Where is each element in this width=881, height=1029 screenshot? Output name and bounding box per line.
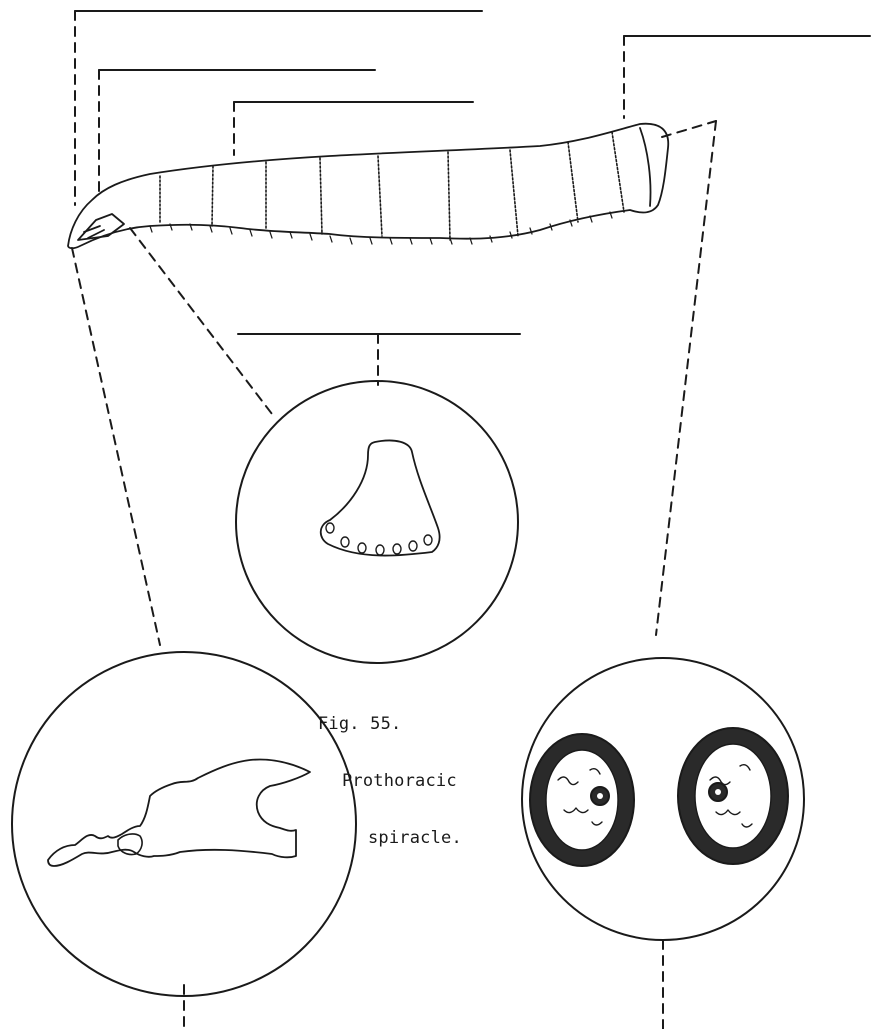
left-spiracle-plate [530, 734, 634, 866]
caption-line-2: spiracle. [318, 829, 462, 848]
connector-tail-to-posterior [656, 121, 716, 635]
dashed-connectors [72, 11, 716, 1029]
spiracle-circle [236, 381, 518, 663]
right-spiracle-plate [678, 728, 788, 864]
connector-head-to-mouth [72, 248, 160, 645]
connector-head-to-spiracle [130, 228, 272, 414]
posterior-spiracles-detail [522, 658, 804, 940]
connector-tail-top [662, 121, 716, 137]
caption-figure-number: Fig. 55. [318, 715, 462, 734]
mouth-hook-outline [48, 760, 310, 867]
head-detail [78, 214, 124, 240]
posterior-end [640, 128, 651, 206]
label-leader-lines [75, 11, 870, 334]
caption-line-1: Prothoracic [318, 772, 462, 791]
mouthparts-detail [12, 652, 356, 996]
larva-outline [68, 124, 668, 249]
mouth-hook-joint [118, 834, 142, 855]
larva-body [68, 124, 668, 249]
mouthparts-circle [12, 652, 356, 996]
spiracle-detail [236, 381, 518, 663]
segment-lines [160, 132, 624, 240]
spiracle-outline [321, 440, 440, 555]
figure-caption: Fig. 55. Prothoracic spiracle. [318, 677, 462, 867]
